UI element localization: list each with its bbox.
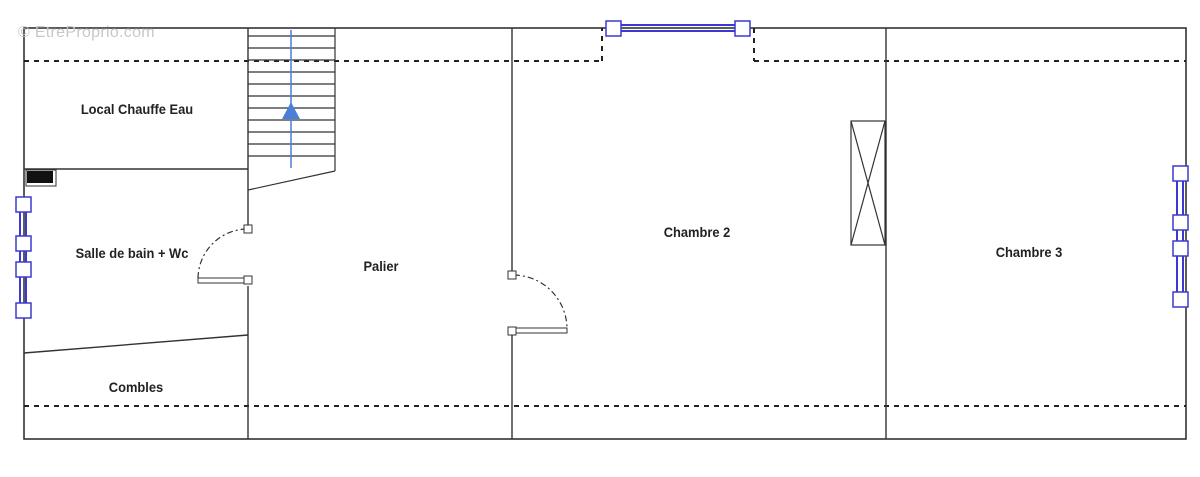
room-label-chambre-3: Chambre 3 xyxy=(995,244,1063,260)
room-label-combles: Combles xyxy=(108,379,164,395)
window-left xyxy=(15,196,32,319)
room-label-salle-de-bain: Salle de bain + Wc xyxy=(75,245,189,261)
outer-wall xyxy=(23,27,1187,440)
window-top xyxy=(605,20,751,37)
room-label-palier: Palier xyxy=(363,258,399,274)
wardrobe-icon xyxy=(850,120,886,246)
window-right xyxy=(1172,165,1189,308)
bedroom-2-door[interactable] xyxy=(507,270,568,336)
room-label-chambre-2: Chambre 2 xyxy=(663,224,731,240)
stair-arrow-icon xyxy=(282,102,300,119)
interior-walls xyxy=(23,28,887,439)
watermark: © EtreProprio.com xyxy=(18,24,155,41)
room-label-local-chauffe-eau: Local Chauffe Eau xyxy=(80,101,194,117)
roof-slope-line-top xyxy=(24,28,1186,62)
water-heater-fill xyxy=(27,171,53,183)
bathroom-door[interactable] xyxy=(197,224,253,285)
